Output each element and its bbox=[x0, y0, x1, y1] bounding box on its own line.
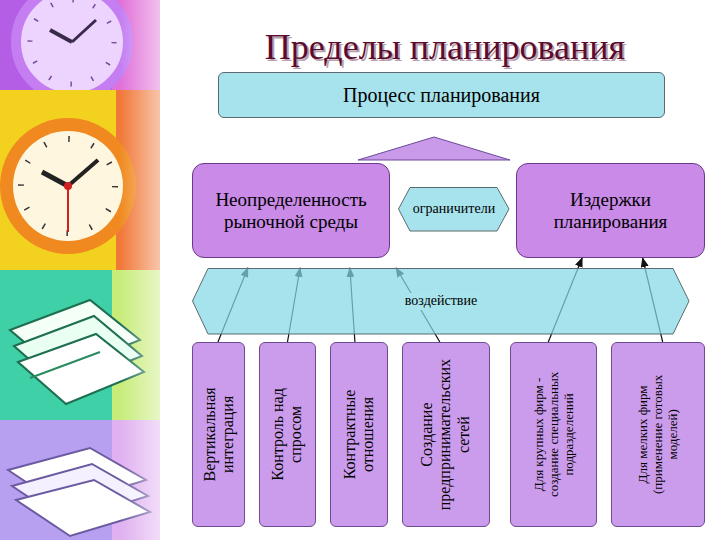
limiter-hexagon: ограничители bbox=[398, 187, 510, 232]
impact-band: воздействие bbox=[192, 268, 690, 335]
photo-strip bbox=[0, 0, 200, 540]
node-label: Контроль над спросом bbox=[269, 382, 306, 487]
node-shape bbox=[399, 188, 510, 232]
node-label: Процесс планирования bbox=[340, 84, 543, 107]
method-box: Контрактные отношения bbox=[330, 342, 388, 527]
method-box: Для мелких фирм (применение готовых моде… bbox=[611, 342, 705, 527]
node-label: Создание предпринимательских сетей bbox=[418, 349, 473, 519]
node-label: ограничители bbox=[410, 201, 498, 217]
slide-title: Пределы планирования bbox=[190, 26, 700, 68]
node-label: Для мелких фирм (применение готовых моде… bbox=[636, 370, 681, 500]
node-shape bbox=[193, 269, 690, 335]
method-box: Контроль над спросом bbox=[259, 342, 316, 527]
node-label: Неопределенность рыночной среды bbox=[197, 189, 385, 233]
node-label: Контрактные отношения bbox=[341, 371, 378, 499]
limit-box: Издержки планирования bbox=[516, 163, 705, 258]
method-box: Создание предпринимательских сетей bbox=[402, 342, 490, 527]
node-label: воздействие bbox=[402, 293, 480, 309]
process-box: Процесс планирования bbox=[218, 72, 665, 118]
node-label: Издержки планирования bbox=[521, 189, 700, 233]
node-label: Для крупных фирм - создание специальных … bbox=[531, 360, 576, 510]
limit-box: Неопределенность рыночной среды bbox=[192, 163, 390, 258]
node-label: Вертикальная интеграция bbox=[200, 360, 237, 510]
method-box: Вертикальная интеграция bbox=[192, 342, 245, 527]
method-box: Для крупных фирм - создание специальных … bbox=[510, 342, 597, 527]
